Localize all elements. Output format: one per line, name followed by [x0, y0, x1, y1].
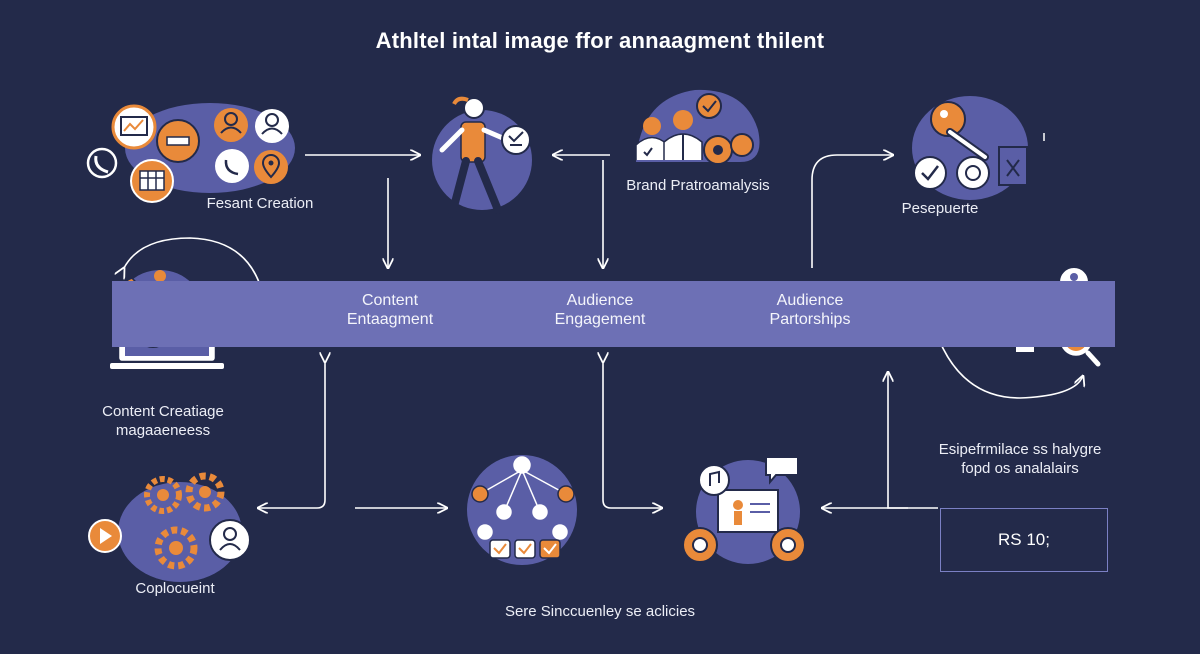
chart-icon [111, 104, 157, 150]
diagram-title: Athltel intal image ffor annaagment thil… [375, 28, 825, 53]
node-fesant-creation [86, 103, 295, 203]
check-icon [489, 539, 561, 559]
user-icon [209, 519, 251, 561]
stage-line1: Audience [566, 292, 634, 309]
node-pesepuerte [912, 96, 1045, 200]
node-brand [635, 89, 760, 165]
user-icon [930, 101, 989, 161]
play-icon [88, 519, 122, 553]
grid-icon [130, 159, 174, 203]
stage-line2: Engagement [554, 311, 646, 328]
stage-audience-partnerships: Audience Partorships [742, 291, 878, 329]
arrow-loop-right [932, 320, 1083, 399]
network-icon [471, 456, 575, 540]
node-runner [432, 96, 532, 218]
gear-icon [185, 472, 225, 512]
stage-content-engagement: Content Entaagment [330, 291, 450, 329]
rs-box: RS 10; [940, 508, 1108, 572]
label-fesant-creation: Fesant Creation [206, 195, 314, 212]
label-pesepuerte: Pesepuerte [901, 200, 979, 217]
node-coplocueint [88, 472, 251, 582]
stage-line2: Entaagment [346, 311, 434, 328]
check-icon [641, 93, 722, 159]
node-presentation [682, 456, 806, 564]
stage-line1: Audience [776, 292, 844, 309]
gear-icon [144, 476, 182, 514]
label-content-creatiage: Content Creatiage magaaeneess [83, 402, 243, 440]
stage-audience-engagement: Audience Engagement [530, 291, 670, 329]
team-icon [635, 110, 703, 160]
arrow-up-to-pesepuerte [811, 155, 893, 268]
runner-icon [439, 96, 508, 218]
label-performance: Esipefrmilace ss halygre fopd os analala… [920, 440, 1120, 478]
presentation-icon [717, 489, 779, 533]
label-coplocueint: Coplocueint [135, 580, 215, 597]
label-line1: Content Creatiage [102, 403, 224, 420]
music-icon [501, 125, 531, 155]
label-brand: Brand Pratroamalysis [626, 177, 770, 194]
label-sere: Sere Sinccuenley se aclicies [504, 603, 696, 620]
user-icon [255, 109, 289, 143]
arrow-loop-left [124, 237, 267, 313]
node-network [467, 455, 577, 565]
minus-icon [156, 119, 200, 163]
stage-line1: Content [361, 292, 419, 309]
map-pin-icon [254, 150, 288, 184]
phone-icon [215, 149, 249, 183]
stage-line2: Partorships [769, 311, 851, 328]
arrow-band-to-cogs [258, 362, 325, 508]
chat-icon [765, 456, 799, 485]
arrow-box-to-band [888, 372, 938, 509]
label-line1: Esipefrmilace ss halygre [938, 441, 1102, 458]
music-icon [698, 464, 730, 496]
arrow-band-to-presentation [603, 362, 662, 508]
gear-icon [154, 526, 198, 570]
label-line2: fopd os analalairs [961, 460, 1079, 477]
gear-icon [703, 133, 754, 165]
check-icon [913, 156, 947, 190]
phone-icon [86, 147, 118, 179]
target-icon [682, 527, 806, 563]
close-icon [998, 133, 1045, 186]
connectors [124, 155, 1083, 508]
user-icon [214, 108, 248, 142]
label-line2: magaaeneess [115, 422, 211, 439]
target-icon [956, 156, 990, 190]
process-band [112, 281, 1115, 347]
